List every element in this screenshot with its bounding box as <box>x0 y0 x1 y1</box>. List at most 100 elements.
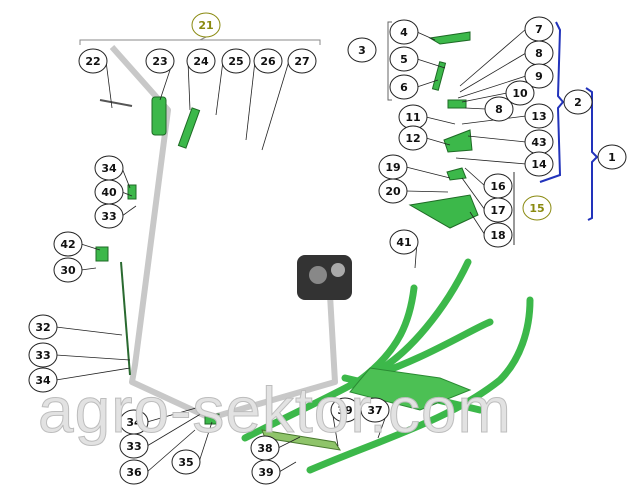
bolt-22 <box>99 99 133 107</box>
callout-number: 25 <box>228 55 243 68</box>
callout-13: 13 <box>524 103 554 129</box>
callout-circle <box>389 19 419 45</box>
callout-number: 37 <box>367 404 382 417</box>
callout-38: 38 <box>250 435 280 461</box>
callout-number: 4 <box>400 26 408 39</box>
callout-number: 34 <box>35 374 51 387</box>
callout-number: 17 <box>490 204 505 217</box>
callout-circle <box>524 151 554 177</box>
group-bracket-3 <box>387 21 392 101</box>
callout-17: 17 <box>483 197 513 223</box>
callout-number: 23 <box>152 55 167 68</box>
callout-circle <box>398 125 428 151</box>
callout-number: 27 <box>294 55 309 68</box>
callout-circle <box>28 314 58 340</box>
callout-23: 23 <box>145 48 175 74</box>
leader-line <box>80 267 97 271</box>
callout-circle <box>389 74 419 100</box>
callout-circle <box>94 203 124 229</box>
callout-circle <box>522 195 552 221</box>
callout-circle <box>563 89 593 115</box>
callout-number: 2 <box>574 96 582 109</box>
callout-circle <box>119 459 149 485</box>
callout-number: 24 <box>193 55 209 68</box>
callout-40: 40 <box>94 179 124 205</box>
callout-25: 25 <box>221 48 251 74</box>
callout-34: 34 <box>28 367 58 393</box>
callout-32: 32 <box>28 314 58 340</box>
leader-line <box>416 79 439 88</box>
callout-number: 16 <box>490 180 506 193</box>
leader-line <box>461 92 508 103</box>
callout-circle <box>28 367 58 393</box>
callout-number: 36 <box>126 466 142 479</box>
callout-3: 3 <box>347 37 377 63</box>
leader-line <box>405 166 451 179</box>
callout-number: 39 <box>337 404 352 417</box>
leader-line <box>146 429 196 473</box>
callout-number: 22 <box>85 55 100 68</box>
leader-line <box>105 60 113 109</box>
callout-11: 11 <box>398 104 428 130</box>
callout-number: 13 <box>531 110 546 123</box>
leader-line <box>146 411 205 447</box>
callout-20: 20 <box>378 178 408 204</box>
handle-bracket-38 <box>261 429 342 451</box>
callout-circle <box>378 178 408 204</box>
callout-number: 10 <box>512 87 528 100</box>
callout-6: 6 <box>389 74 419 100</box>
callout-circle <box>171 449 201 475</box>
callout-number: 30 <box>60 264 76 277</box>
callout-circle <box>53 257 83 283</box>
callout-number: 18 <box>490 229 505 242</box>
callout-circle <box>505 80 535 106</box>
leader-line <box>405 190 449 193</box>
callout-18: 18 <box>483 222 513 248</box>
leader-line <box>121 167 131 189</box>
callout-33: 33 <box>28 342 58 368</box>
callout-number: 8 <box>535 47 543 60</box>
callout-27: 27 <box>287 48 317 74</box>
callout-42: 42 <box>53 231 83 257</box>
callout-7: 7 <box>524 16 554 42</box>
callout-30: 30 <box>53 257 83 283</box>
callout-circle <box>389 46 419 72</box>
handle-frame <box>109 45 338 421</box>
leader-line <box>455 157 527 165</box>
leader-line <box>425 116 456 125</box>
callout-number: 7 <box>535 23 543 36</box>
callout-number: 14 <box>531 158 547 171</box>
callout-number: 3 <box>358 44 366 57</box>
leader-line <box>467 135 527 143</box>
callout-number: 19 <box>385 161 400 174</box>
callout-36: 36 <box>119 459 149 485</box>
callout-circle <box>524 103 554 129</box>
callout-number: 39 <box>258 466 273 479</box>
callout-39: 39 <box>330 397 360 423</box>
callout-circle <box>78 48 108 74</box>
group-bracket-2 <box>539 21 565 183</box>
leader-line <box>245 60 256 141</box>
callout-number: 11 <box>405 111 420 124</box>
leader-line <box>121 191 133 197</box>
leader-line <box>215 60 224 116</box>
callout-circle <box>347 37 377 63</box>
group-bracket-1 <box>585 87 599 221</box>
callout-33: 33 <box>119 433 149 459</box>
leader-lines <box>55 28 527 473</box>
shaft-32 <box>120 261 131 376</box>
callout-circle <box>483 222 513 248</box>
callout-circle <box>28 342 58 368</box>
leader-line <box>464 107 487 110</box>
callout-number: 41 <box>396 236 411 249</box>
callout-number: 34 <box>126 416 142 429</box>
callout-circle <box>119 433 149 459</box>
leader-line <box>55 354 131 361</box>
callout-circle <box>251 459 281 485</box>
callout-number: 1 <box>608 151 616 164</box>
leader-line <box>425 137 451 146</box>
callout-2: 2 <box>563 89 593 115</box>
callout-34: 34 <box>119 409 149 435</box>
